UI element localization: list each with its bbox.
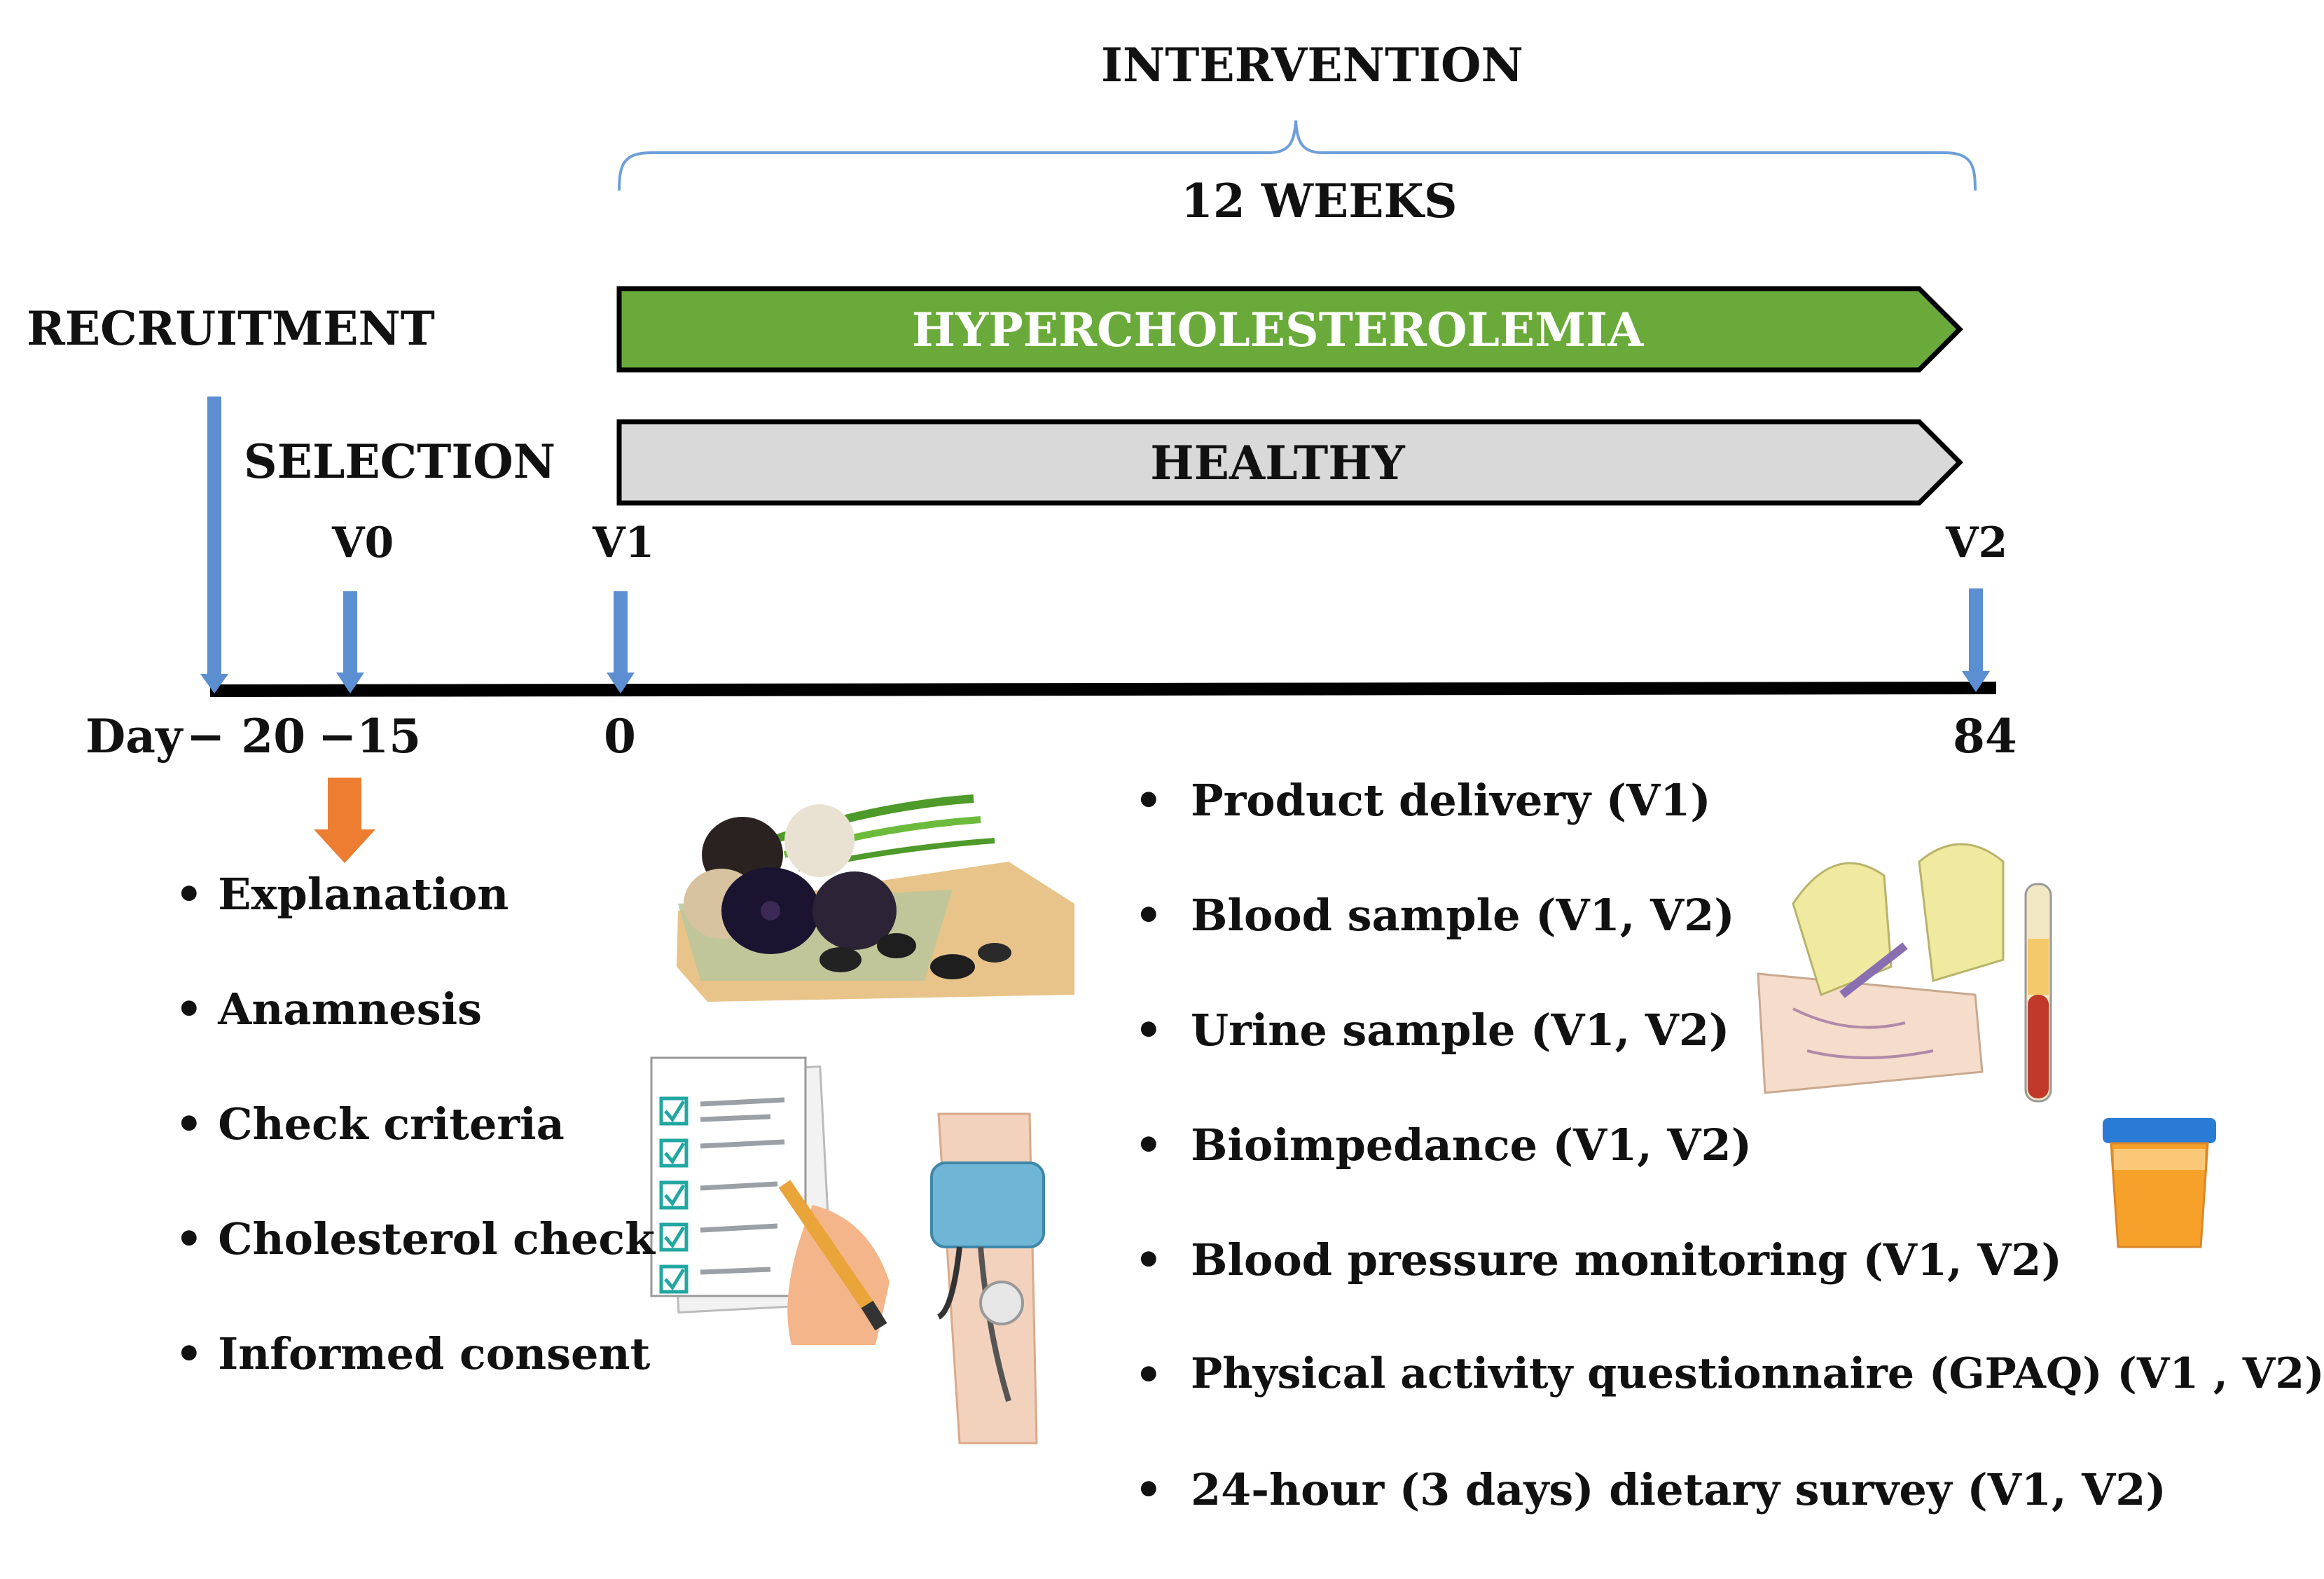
- intervention-brace: [618, 120, 1977, 191]
- selection-steps-list: • Explanation • Anamnesis • Check criter…: [175, 869, 655, 1443]
- list-item: • Product delivery (V1): [1135, 775, 2324, 890]
- bullet: •: [1135, 1234, 1163, 1285]
- day-minus-15-label: −15: [318, 709, 422, 764]
- list-item: • Explanation: [175, 869, 509, 920]
- bullet: •: [1135, 1464, 1163, 1515]
- duration-label: 12 WEEKS: [1181, 174, 1458, 228]
- hypercholesterolemia-bar: [616, 286, 1963, 373]
- day-0-label: 0: [604, 709, 636, 764]
- bullet: •: [1135, 1005, 1163, 1056]
- healthy-bar: [616, 419, 1963, 506]
- list-item-text: Physical activity questionnaire (GPAQ) (…: [1191, 1349, 2324, 1398]
- list-item: • 24-hour (3 days) dietary survey (V1, V…: [1135, 1464, 2324, 1579]
- day-axis-prefix: Day: [85, 709, 183, 764]
- checklist-illustration-icon: [650, 1056, 890, 1345]
- healthy-label: HEALTHY: [1150, 436, 1405, 490]
- list-item: • Cholesterol check: [175, 1213, 656, 1264]
- bullet: •: [1135, 775, 1163, 826]
- recruitment-label: RECRUITMENT: [27, 301, 435, 356]
- list-item: • Informed consent: [175, 1328, 651, 1379]
- list-item-text: Product delivery (V1): [1191, 775, 1711, 826]
- list-item-text: 24-hour (3 days) dietary survey (V1, V2): [1191, 1464, 2166, 1515]
- v1-arrow: [607, 591, 635, 694]
- selection-orange-arrow: [314, 778, 375, 863]
- bullet: •: [1135, 890, 1163, 941]
- list-item: • Blood pressure monitoring (V1, V2): [1135, 1234, 2324, 1349]
- list-item-text: Blood sample (V1, V2): [1191, 890, 1735, 941]
- v2-arrow: [1962, 588, 1990, 692]
- intervention-title: INTERVENTION: [1101, 38, 1523, 92]
- urine-sample-cup-icon: [2103, 1118, 2216, 1248]
- list-item: • Bioimpedance (V1, V2): [1135, 1119, 2324, 1234]
- v0-arrow: [336, 591, 364, 694]
- protocol-diagram-graphics: [200, 120, 2216, 1444]
- black-garlic-illustration-icon: [677, 794, 1074, 1002]
- timeline-axis: [209, 682, 1997, 697]
- intervention-steps-list: • Product delivery (V1) • Blood sample (…: [1135, 775, 2324, 1579]
- visit-v0-label: V0: [332, 518, 394, 567]
- blood-pressure-cuff-icon: [930, 1112, 1045, 1444]
- hypercholesterolemia-label: HYPERCHOLESTEROLEMIA: [911, 303, 1644, 357]
- list-item-text: Blood pressure monitoring (V1, V2): [1191, 1234, 2062, 1285]
- bullet: •: [1135, 1349, 1163, 1400]
- list-item-text: Urine sample (V1, V2): [1191, 1005, 1730, 1056]
- recruitment-arrow: [200, 397, 228, 694]
- list-item: • Anamnesis: [175, 984, 483, 1035]
- list-item: • Urine sample (V1, V2): [1135, 1005, 2324, 1119]
- list-item-text: Bioimpedance (V1, V2): [1191, 1119, 1752, 1171]
- blood-draw-illustration-icon: [1757, 843, 2052, 1103]
- visit-v1-label: V1: [593, 518, 655, 567]
- list-item: • Check criteria: [175, 1098, 565, 1150]
- selection-label: SELECTION: [244, 434, 556, 489]
- list-item: • Physical activity questionnaire (GPAQ)…: [1135, 1349, 2324, 1464]
- bullet: •: [1135, 1119, 1163, 1171]
- day-minus-20-label: − 20: [186, 709, 306, 764]
- day-84-label: 84: [1953, 709, 2017, 764]
- visit-v2-label: V2: [1946, 518, 2008, 567]
- list-item: • Blood sample (V1, V2): [1135, 890, 2324, 1005]
